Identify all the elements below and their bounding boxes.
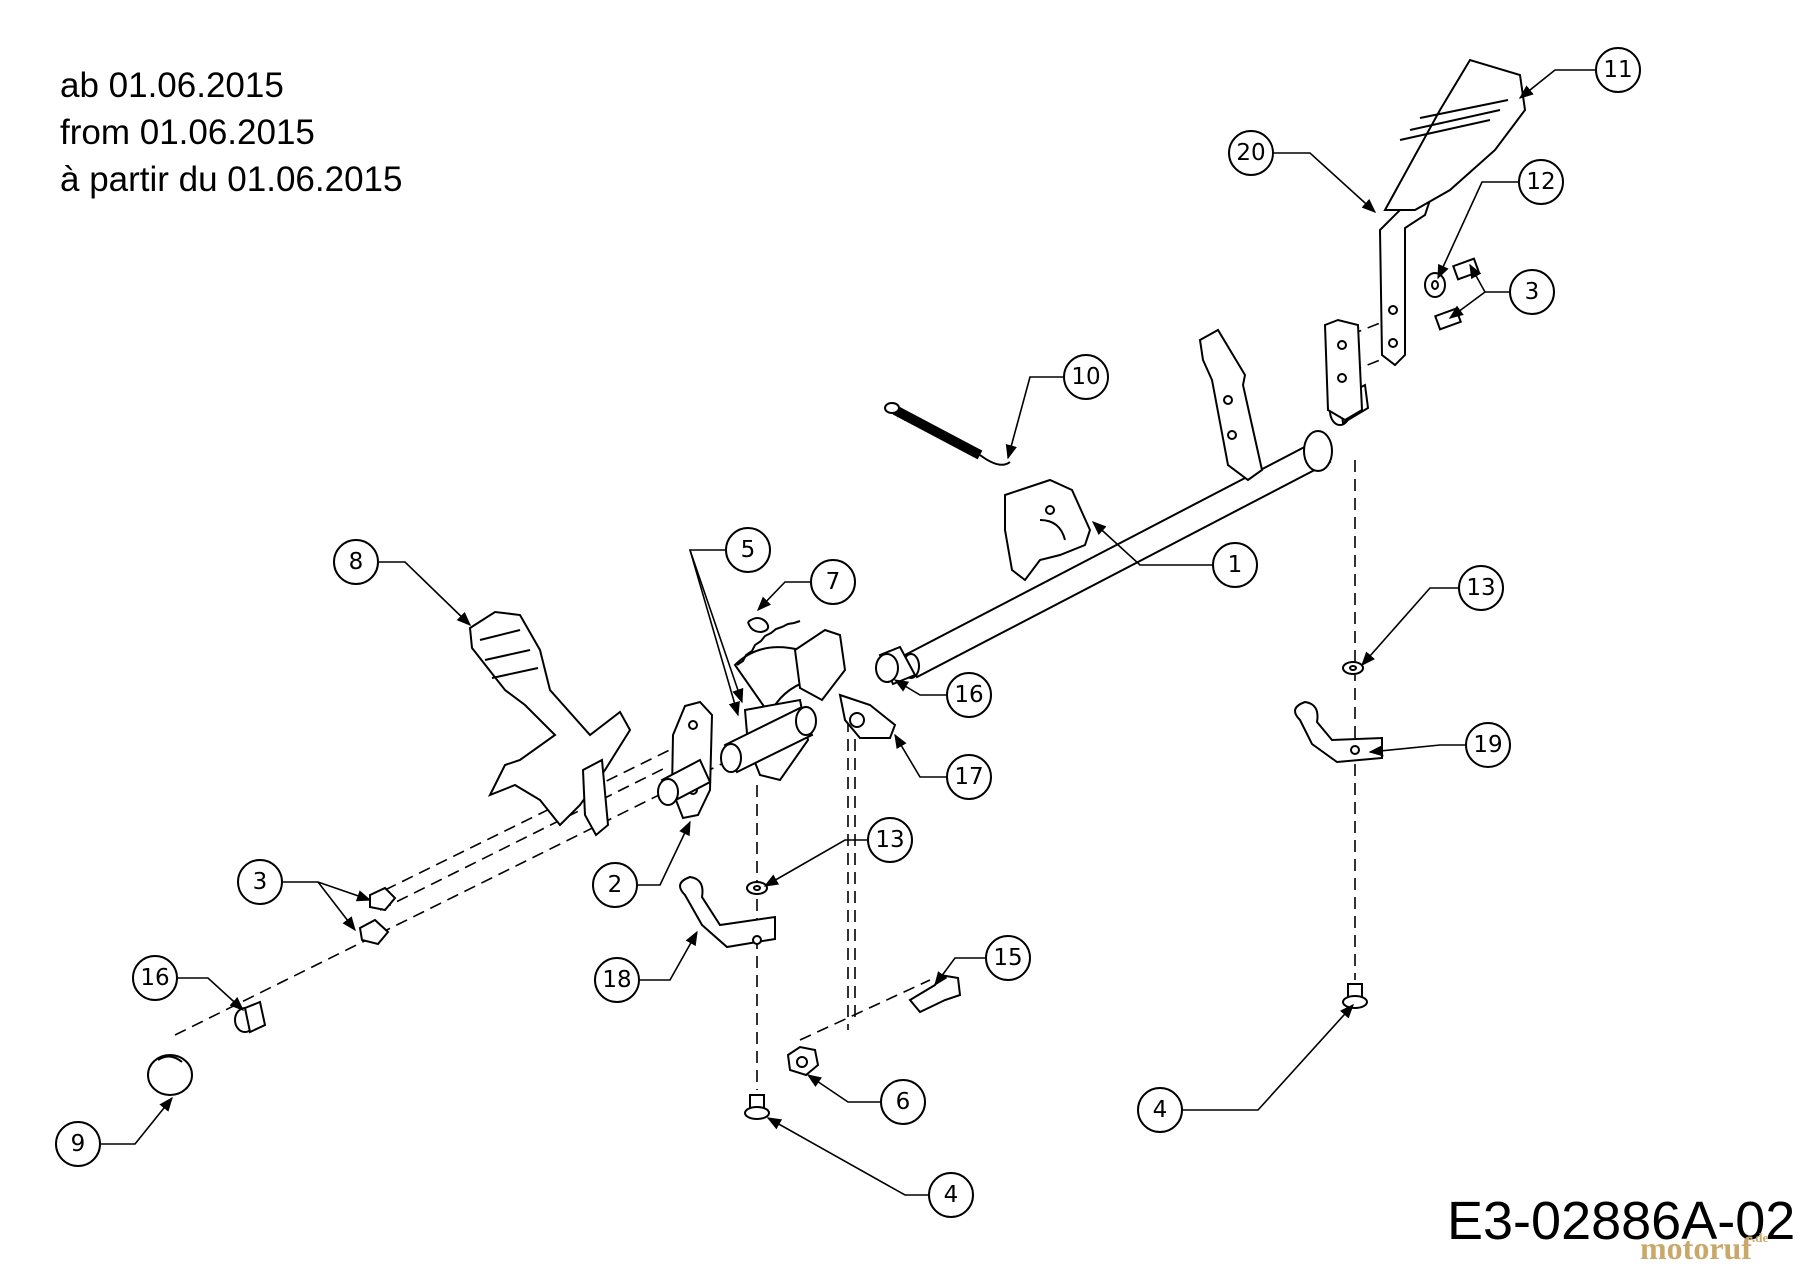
callout-label: 7	[826, 569, 841, 595]
callout-label: 11	[1603, 57, 1632, 83]
callout-label: 15	[993, 945, 1022, 971]
watermark-logo: motoruf.de	[1640, 1230, 1768, 1267]
callout-leaders	[94, 69, 1595, 1196]
callout-9: 9	[55, 1121, 101, 1167]
pedal-left	[468, 610, 632, 837]
callout-label: 18	[602, 967, 631, 993]
callout-20: 20	[1228, 130, 1274, 176]
validity-date-french: à partir du 01.06.2015	[60, 160, 403, 199]
callout-16-left: 16	[132, 955, 178, 1001]
cam-plate	[1004, 478, 1092, 582]
callout-label: 16	[140, 965, 169, 991]
callout-8: 8	[333, 539, 379, 585]
callout-label: 4	[1153, 1097, 1168, 1123]
callout-4-center: 4	[928, 1172, 974, 1218]
bracket-18	[679, 875, 776, 949]
shaft-bracket-right	[1323, 318, 1364, 422]
callout-label: 13	[1466, 575, 1495, 601]
callout-13-center: 13	[867, 817, 913, 863]
callout-11: 11	[1595, 47, 1641, 93]
callout-label: 3	[1525, 279, 1540, 305]
segment-tube	[720, 706, 817, 774]
callout-4-right: 4	[1137, 1087, 1183, 1133]
callout-label: 2	[608, 872, 623, 898]
callout-12: 12	[1518, 159, 1564, 205]
callout-label: 20	[1236, 140, 1265, 166]
callout-label: 16	[954, 682, 983, 708]
shaft-bushing	[875, 645, 917, 686]
callout-label: 17	[954, 764, 983, 790]
callout-label: 6	[896, 1089, 911, 1115]
callout-label: 19	[1473, 732, 1502, 758]
callout-19: 19	[1465, 722, 1511, 768]
callout-1: 1	[1212, 542, 1258, 588]
callout-18: 18	[594, 957, 640, 1003]
callout-label: 5	[741, 537, 756, 563]
callout-label: 1	[1228, 552, 1243, 578]
callout-16-center: 16	[946, 672, 992, 718]
bracket-19	[1294, 700, 1383, 764]
pedal-arm-20	[1378, 58, 1527, 367]
shaft-fork-arm	[1198, 328, 1264, 482]
validity-date-german: ab 01.06.2015	[60, 66, 284, 105]
watermark-tld: .de	[1751, 1230, 1769, 1245]
callout-label: 10	[1071, 364, 1100, 390]
callout-15: 15	[985, 935, 1031, 981]
drawing-number: E3-02886A-02	[1447, 1191, 1796, 1251]
callout-label: 4	[944, 1182, 959, 1208]
retaining-clip	[747, 617, 770, 634]
callout-label: 9	[71, 1131, 86, 1157]
mounting-plate-left	[657, 700, 714, 820]
callout-6: 6	[880, 1079, 926, 1125]
callout-label: 8	[349, 549, 364, 575]
callout-3-right: 3	[1509, 269, 1555, 315]
callout-10: 10	[1063, 354, 1109, 400]
cross-shaft	[902, 383, 1370, 679]
callout-2: 2	[592, 862, 638, 908]
watermark-name: motoruf	[1640, 1230, 1752, 1266]
return-spring	[884, 402, 1011, 466]
callout-label: 13	[875, 827, 904, 853]
callout-label: 12	[1526, 169, 1555, 195]
callout-13-right: 13	[1458, 565, 1504, 611]
callout-7: 7	[810, 559, 856, 605]
hardware	[147, 257, 1481, 1120]
callout-17: 17	[946, 754, 992, 800]
callout-3-left: 3	[237, 859, 283, 905]
validity-note: ab 01.06.2015 from 01.06.2015 à partir d…	[60, 62, 402, 203]
callout-5: 5	[725, 527, 771, 573]
callout-label: 3	[253, 869, 268, 895]
validity-date-english: from 01.06.2015	[60, 113, 315, 152]
